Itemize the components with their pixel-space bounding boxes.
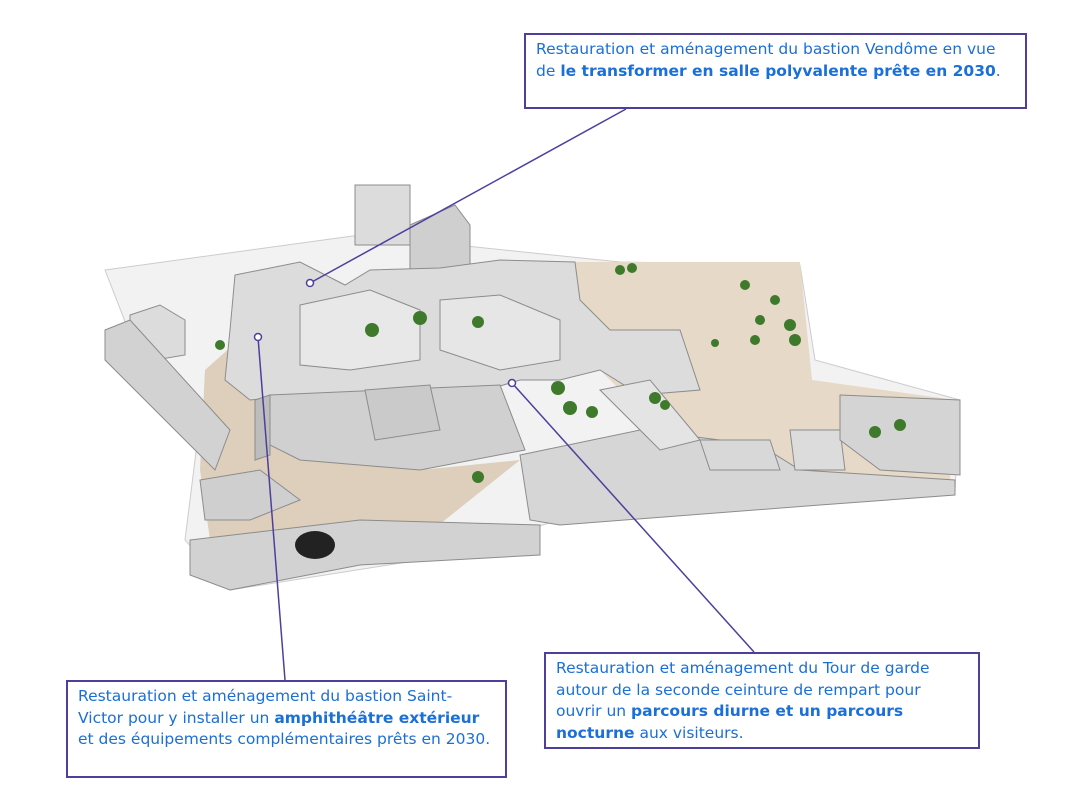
tunnel-entrance [295,531,335,559]
callout-text: Restauration et aménagement du Tour de g… [556,659,930,720]
callout-text: Restauration et aménagement du bastion S… [78,687,453,727]
callout-tour-de-garde: Restauration et aménagement du Tour de g… [544,652,980,749]
callout-text: Restauration et aménagement du bastion V… [536,40,996,80]
callout-highlight: le transformer en salle polyvalente prêt… [560,61,996,80]
trees [215,263,906,483]
callout-highlight: parcours diurne et un parcours nocturne [556,702,904,742]
callout-text: et des équipements complémentaires prêts… [78,730,491,748]
leader-lines [253,108,755,681]
callout-highlight: amphithéâtre extérieur [274,708,480,727]
callout-bastion-vendome: Restauration et aménagement du bastion V… [524,33,1027,109]
callout-text: aux visiteurs. [634,723,744,742]
callout-bastion-saint-victor: Restauration et aménagement du bastion S… [66,680,507,778]
fortress-walls [104,184,961,591]
callout-text: . [995,61,1001,80]
